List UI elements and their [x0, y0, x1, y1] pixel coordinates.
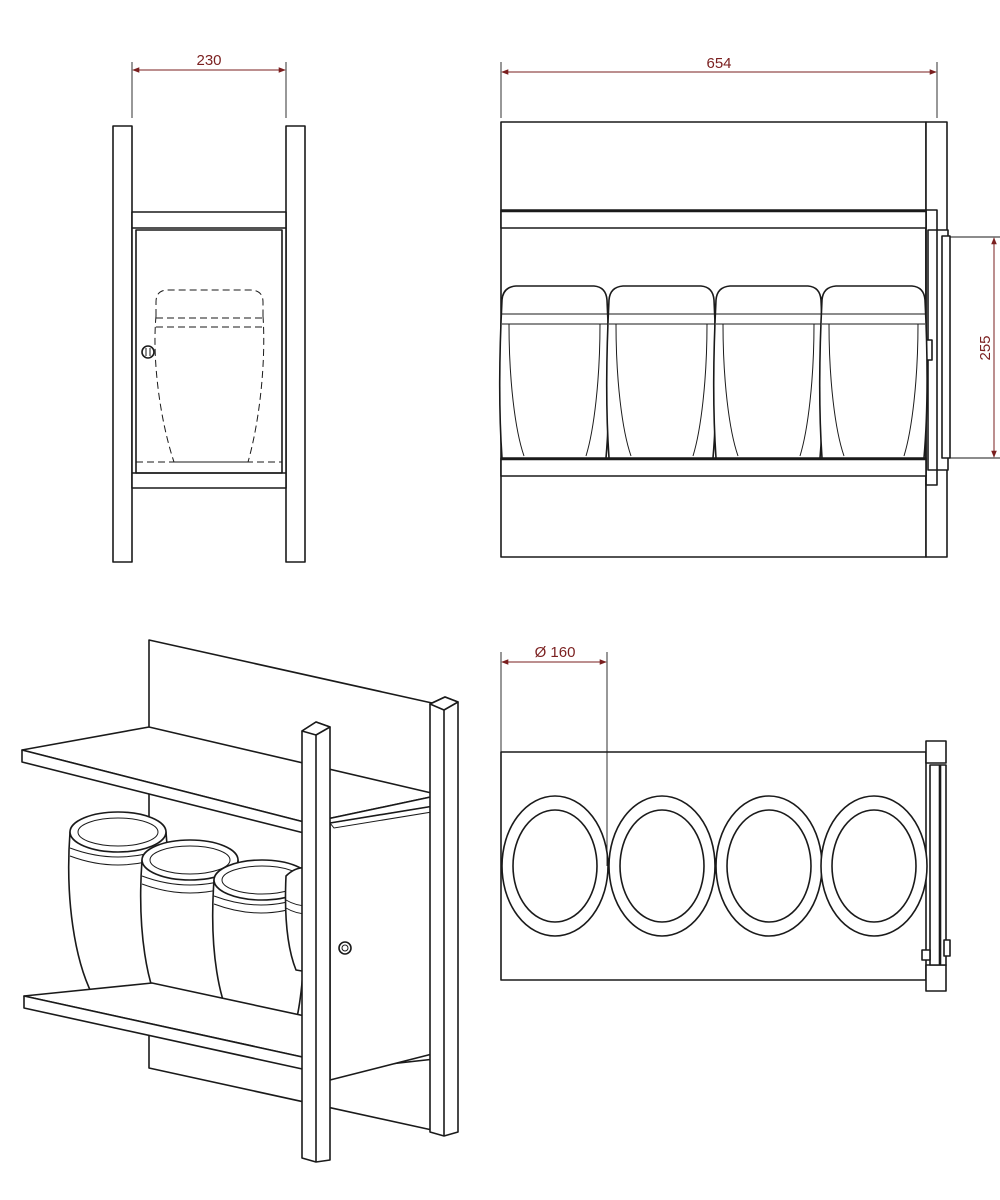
side-urn: [818, 285, 928, 459]
door-lock: [141, 345, 155, 359]
persp-urns: [67, 811, 311, 1034]
side-urn: [605, 285, 717, 459]
side-urn: [712, 285, 824, 459]
top-urn: [715, 795, 823, 937]
side-view: 654 255: [498, 55, 1000, 558]
top-urn: [608, 795, 716, 937]
top-view: Ø 160: [500, 644, 951, 992]
height-dimension-label: 255: [977, 335, 994, 360]
front-right-post: [285, 125, 306, 563]
height-dimension: 255: [950, 236, 1000, 459]
top-urns: [501, 795, 928, 937]
top-urn: [501, 795, 609, 937]
front-left-post: [112, 125, 133, 563]
length-dimension-label: 654: [706, 55, 731, 72]
persp-cabinet-lock: [338, 941, 352, 955]
diameter-dimension-label: Ø 160: [535, 644, 576, 661]
width-dimension-label: 230: [196, 52, 221, 69]
side-urn: [498, 285, 610, 459]
length-dimension: 654: [500, 55, 938, 118]
hidden-urn-outline: [136, 289, 282, 463]
top-urn: [820, 795, 928, 937]
front-cabinet-frame: [131, 211, 287, 489]
side-upper-shelf: [500, 209, 927, 229]
side-urns: [498, 285, 928, 459]
top-cabinet-door: [929, 764, 947, 966]
perspective-view: [21, 639, 459, 1163]
persp-front-post: [301, 721, 331, 1163]
side-lower-shelf: [500, 457, 927, 477]
width-dimension: 230: [131, 52, 287, 118]
persp-rear-post: [429, 696, 459, 1137]
diameter-dimension: Ø 160: [500, 644, 608, 866]
front-view: 230: [112, 52, 306, 563]
